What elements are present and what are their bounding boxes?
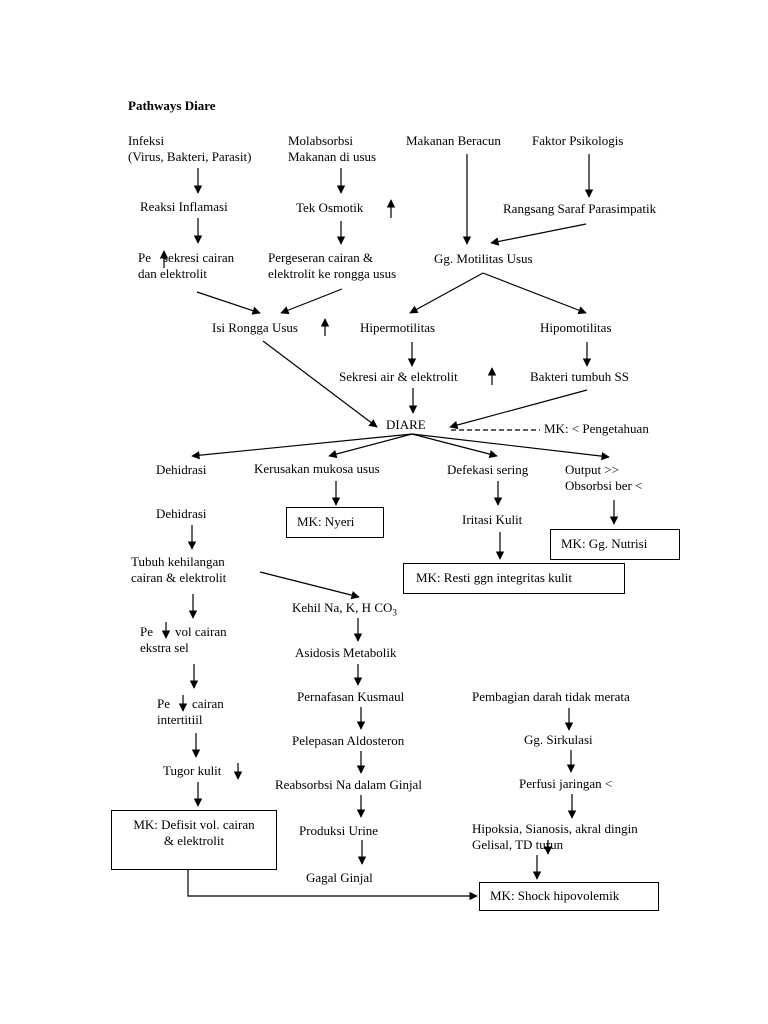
node-pelepasan: Pelepasan Aldosteron: [292, 733, 405, 748]
node-kehil-na-subscript: 3: [392, 607, 397, 618]
node-makanan-beracun: Makanan Beracun: [406, 133, 501, 148]
node-gagal-ginjal: Gagal Ginjal: [306, 870, 373, 885]
node-pe-sekresi-prefix: Pe: [138, 250, 151, 265]
node-isi-rongga: Isi Rongga Usus: [212, 320, 298, 335]
node-pe-sekresi: Pe sekresi cairan dan elektrolit: [138, 250, 234, 282]
node-mk-nutrisi: MK: Gg. Nutrisi: [561, 536, 648, 551]
arrow-isi-diare: [262, 340, 378, 428]
node-tubuh-kehilangan-line1: Tubuh kehilangan: [131, 554, 225, 569]
node-perfusi: Perfusi jaringan <: [519, 776, 613, 791]
arrow-pe-sekresi-isi: [196, 291, 261, 315]
node-pe-vol-line2: ekstra sel: [140, 640, 189, 655]
arrow-diare-dehidrasi: [191, 433, 413, 460]
arrow-tubuh-kehil: [259, 571, 360, 600]
node-bakteri-tumbuh: Bakteri tumbuh SS: [530, 369, 629, 384]
node-pe-cairan-line1: cairan: [192, 696, 224, 711]
node-tugor-kulit: Tugor kulit: [163, 763, 222, 778]
node-infeksi: Infeksi (Virus, Bakteri, Parasit): [128, 133, 251, 165]
node-pergeseran-line1: Pergeseran cairan &: [268, 250, 374, 265]
page-title: Pathways Diare: [128, 98, 216, 113]
arrow-pergeseran-isi: [280, 288, 343, 315]
node-malabsorbsi-line1: Molabsorbsi: [288, 133, 353, 148]
box-mk-nutrisi: MK: Gg. Nutrisi: [550, 529, 680, 560]
node-kerusakan-mukosa: Kerusakan mukosa usus: [254, 461, 380, 476]
node-mk-shock: MK: Shock hipovolemik: [490, 888, 620, 903]
node-hipoksia-line1: Hipoksia, Sianosis, akral dingin: [472, 821, 638, 836]
node-pe-cairan-line2: intertitiil: [157, 712, 203, 727]
node-kehil-na-text: Kehil Na, K, H CO: [292, 600, 393, 615]
node-pe-vol-prefix: Pe: [140, 624, 153, 639]
node-hipomotilitas: Hipomotilitas: [540, 320, 612, 335]
node-pe-vol-line1: vol cairan: [175, 624, 227, 639]
box-mk-nyeri: MK: Nyeri: [286, 507, 384, 538]
box-mk-shock: MK: Shock hipovolemik: [479, 882, 659, 911]
node-pembagian-darah: Pembagian darah tidak merata: [472, 689, 630, 704]
node-pe-vol: Pe vol cairan ekstra sel: [140, 624, 227, 656]
node-pernafasan: Pernafasan Kusmaul: [297, 689, 405, 704]
node-infeksi-line1: Infeksi: [128, 133, 165, 148]
arrow-diare-output: [411, 433, 610, 461]
node-gg-motilitas: Gg. Motilitas Usus: [434, 251, 533, 266]
node-tubuh-kehilangan-line2: cairan & elektrolit: [131, 570, 227, 585]
arrow-defisit-shock: [187, 870, 478, 901]
arrow-motilitas-hiper: [409, 272, 484, 314]
node-asidosis: Asidosis Metabolik: [295, 645, 397, 660]
node-hipoksia-line2: Gelisal, TD turun: [472, 837, 564, 852]
node-defekasi-sering: Defekasi sering: [447, 462, 529, 477]
node-dehidrasi-a: Dehidrasi: [156, 462, 207, 477]
node-pe-cairan-prefix: Pe: [157, 696, 170, 711]
node-kehil-na: Kehil Na, K, H CO3: [292, 600, 397, 618]
node-malabsorbsi-line2: Makanan di usus: [288, 149, 377, 164]
arrow-diare-defekasi: [411, 433, 498, 459]
node-pergeseran: Pergeseran cairan & elektrolit ke rongga…: [268, 250, 396, 282]
node-diare: DIARE: [386, 417, 426, 432]
node-hipermotilitas: Hipermotilitas: [360, 320, 436, 335]
node-gg-sirkulasi: Gg. Sirkulasi: [524, 732, 593, 747]
node-mk-pengetahuan: MK: < Pengetahuan: [544, 421, 649, 436]
node-sekresi-air: Sekresi air & elektrolit: [339, 369, 458, 384]
node-pe-sekresi-line1: sekresi cairan: [163, 250, 235, 265]
node-output: Output >> Obsorbsi ber <: [565, 462, 642, 494]
node-mk-defisit-line2: & elektrolit: [163, 833, 225, 848]
node-iritasi-kulit: Iritasi Kulit: [462, 512, 523, 527]
node-reabsorbsi: Reabsorbsi Na dalam Ginjal: [275, 777, 422, 792]
node-pe-sekresi-line2: dan elektrolit: [138, 266, 207, 281]
box-mk-defisit: MK: Defisit vol. cairan & elektrolit: [111, 810, 277, 870]
node-dehidrasi-b: Dehidrasi: [156, 506, 207, 521]
arrow-rangsang-motilitas: [490, 223, 587, 246]
arrow-motilitas-hipo: [482, 272, 587, 315]
arrow-diare-kerusakan: [328, 433, 413, 459]
node-mk-nyeri: MK: Nyeri: [297, 514, 355, 529]
node-rangsang-saraf: Rangsang Saraf Parasimpatik: [503, 201, 657, 216]
arrow-bakteri-diare: [449, 389, 588, 430]
node-mk-defisit-line1: MK: Defisit vol. cairan: [133, 817, 255, 832]
node-mk-resti: MK: Resti ggn integritas kulit: [416, 570, 572, 585]
node-pergeseran-line2: elektrolit ke rongga usus: [268, 266, 397, 281]
node-infeksi-line2: (Virus, Bakteri, Parasit): [128, 149, 252, 164]
box-mk-resti: MK: Resti ggn integritas kulit: [403, 563, 625, 594]
node-produksi-urine: Produksi Urine: [299, 823, 379, 838]
node-tek-osmotik: Tek Osmotik: [296, 200, 364, 215]
node-pe-cairan: Pe cairan intertitiil: [157, 696, 224, 728]
node-faktor-psikologis: Faktor Psikologis: [532, 133, 624, 148]
node-malabsorbsi: Molabsorbsi Makanan di usus: [288, 133, 376, 165]
node-tubuh-kehilangan: Tubuh kehilangan cairan & elektrolit: [131, 554, 226, 586]
node-reaksi-inflamasi: Reaksi Inflamasi: [140, 199, 228, 214]
node-output-line1: Output >>: [565, 462, 620, 477]
node-hipoksia: Hipoksia, Sianosis, akral dingin Gelisal…: [472, 821, 638, 853]
node-output-line2: Obsorbsi ber <: [565, 478, 643, 493]
